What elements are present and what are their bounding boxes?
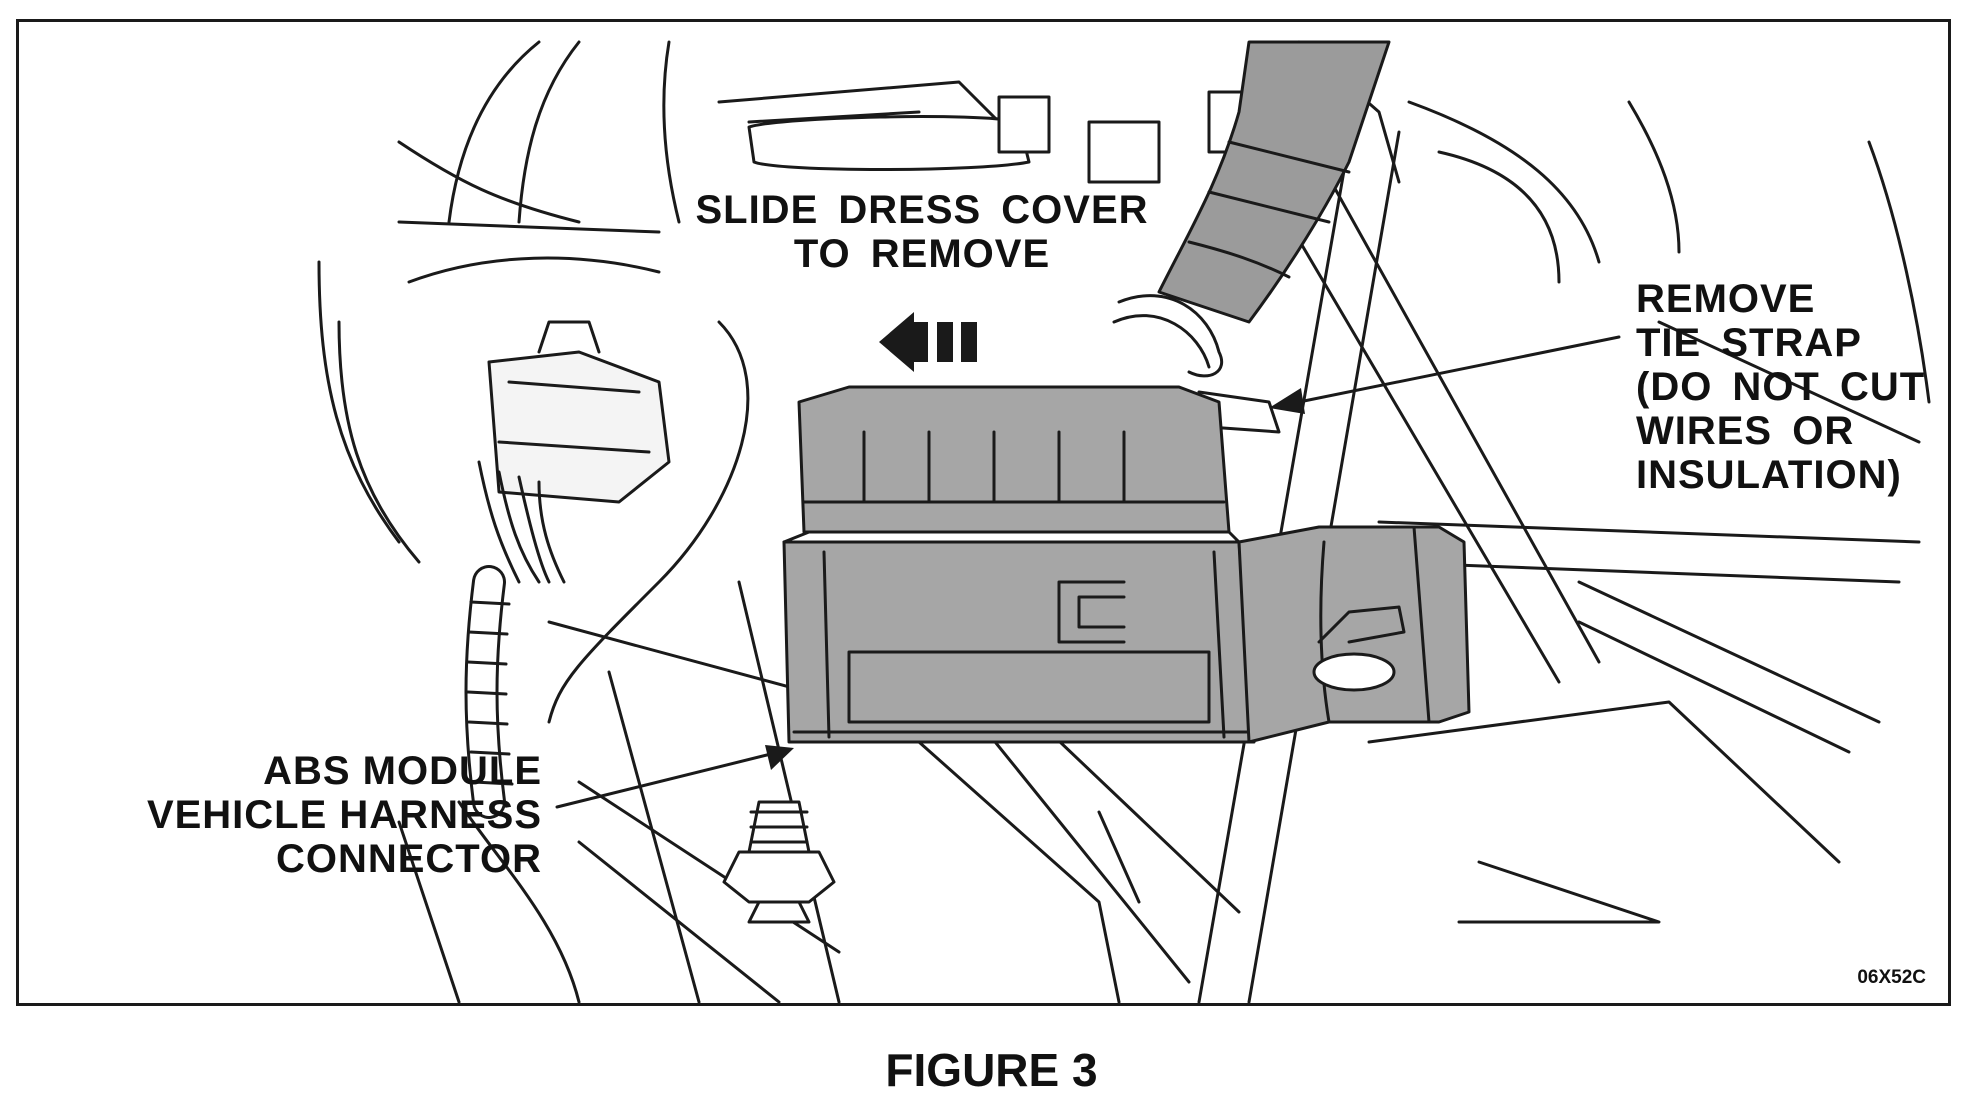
mounting-bolt xyxy=(722,800,836,924)
remove-tie-strap-callout: REMOVE TIE STRAP (DO NOT CUT WIRES OR IN… xyxy=(1636,277,1926,497)
harness-connector-housing xyxy=(1237,525,1471,744)
abs-connector-arrowhead xyxy=(765,745,794,770)
engine-bay-illustration xyxy=(317,40,1931,1003)
drawing-code: 06X52C xyxy=(1857,967,1926,988)
abs-module-connector-callout: ABS MODULE VEHICLE HARNESS CONNECTOR xyxy=(146,749,542,881)
tie-strap-arrowhead xyxy=(1269,388,1305,414)
figure-caption: FIGURE 3 xyxy=(885,1044,1098,1096)
left-connector xyxy=(477,320,671,584)
slide-dress-cover-callout: SLIDE DRESS COVER TO REMOVE xyxy=(695,188,1149,276)
thin-wire xyxy=(547,320,750,724)
abs-module xyxy=(782,385,1256,744)
dress-cover-harness xyxy=(1157,40,1391,324)
slide-direction-arrow xyxy=(879,312,977,372)
figure-frame: SLIDE DRESS COVER TO REMOVE REMOVE TIE S… xyxy=(16,19,1951,1006)
leader-lines xyxy=(555,335,1621,809)
upper-hose xyxy=(747,90,1256,184)
left-wiring-loom xyxy=(464,565,514,819)
